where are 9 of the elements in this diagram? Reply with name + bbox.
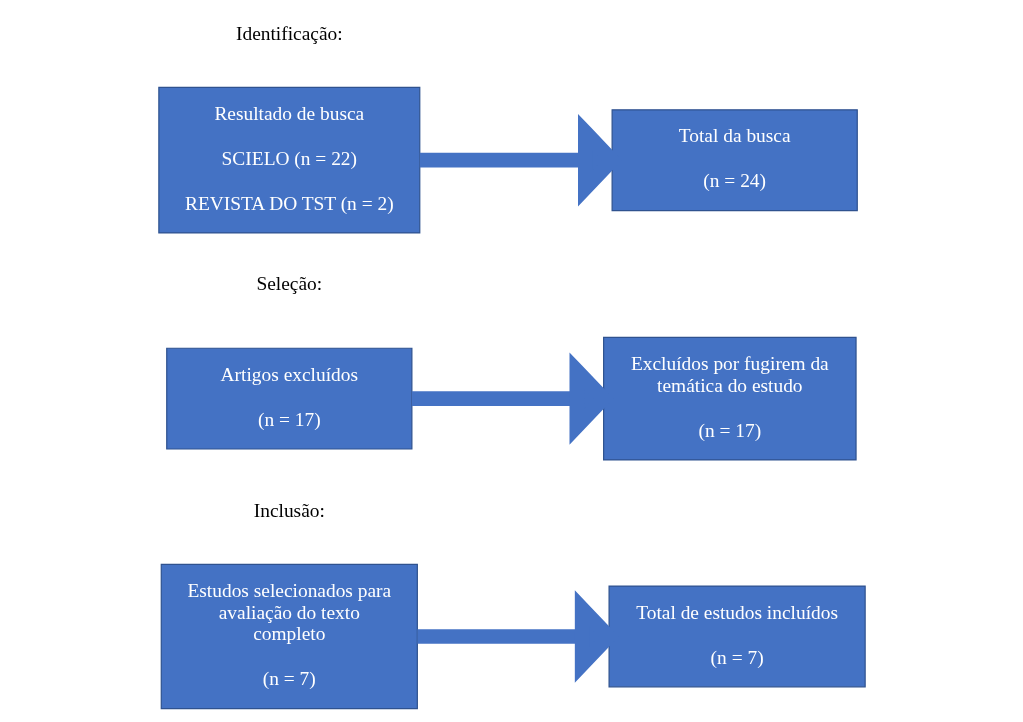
node-box: Total da busca (n = 24) (611, 109, 858, 212)
node-box: Resultado de busca SCIELO (n = 22) REVISTA DO TST (n = 2) (157, 86, 420, 234)
label: Inclusão: (253, 499, 325, 521)
label: Seleção: (255, 272, 322, 294)
node-box: Excluídos por fugirem da temática do estudo (n = 17) (602, 336, 857, 461)
node-box: Total de estudos incluídos (n = 7) (607, 585, 866, 688)
node-box: Estudos selecionados para avaliação do texto completo (n = 7) (160, 563, 418, 710)
node-box: Artigos excluídos (n = 17) (165, 347, 412, 450)
label: Identificação: (235, 22, 343, 44)
